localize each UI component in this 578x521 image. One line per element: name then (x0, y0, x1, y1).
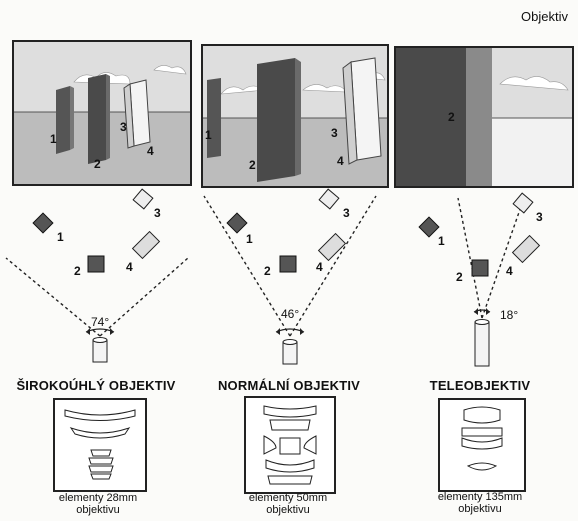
caption-line-2: objektivu (76, 504, 120, 516)
caption-line-1: elementy 28mm (58, 492, 138, 504)
tele-view-panel: 2 (394, 46, 574, 188)
panel-label-4: 4 (147, 144, 154, 158)
page-title: Objektiv (521, 9, 568, 24)
angle-label: 18° (500, 308, 519, 322)
angle-label: 46° (281, 307, 300, 321)
panel-label-3: 3 (120, 120, 127, 134)
scheme-label-2: 2 (264, 264, 271, 278)
angle-label: 74° (91, 315, 110, 329)
caption-line-1: elementy 50mm (248, 492, 328, 504)
normal-lens-caption: elementy 50mm objektivu (220, 492, 356, 516)
normal-lens-diagram (244, 396, 336, 494)
panel-label-2: 2 (249, 158, 256, 172)
wide-lens-diagram (53, 398, 147, 492)
tele-lens-diagram (438, 398, 526, 492)
panel-label-2: 2 (94, 157, 101, 171)
normal-top-view-scheme: 1 2 3 4 46° (192, 186, 388, 372)
tele-lens-caption: elementy 135mm objektivu (412, 491, 548, 515)
scheme-label-1: 1 (57, 230, 64, 244)
panel-label-2: 2 (448, 110, 455, 124)
caption-line-1: elementy 135mm (437, 491, 523, 503)
scheme-label-3: 3 (154, 206, 161, 220)
normal-view-panel: 1 2 3 4 (201, 44, 389, 188)
panel-label-1: 1 (50, 132, 57, 146)
scheme-label-3: 3 (536, 210, 543, 224)
wide-top-view-scheme: 1 2 3 4 74° (0, 186, 192, 372)
panel-label-4: 4 (337, 154, 344, 168)
scheme-label-3: 3 (343, 206, 350, 220)
wide-lens-caption: elementy 28mm objektivu (30, 492, 166, 516)
caption-line-2: objektivu (458, 503, 502, 515)
scheme-label-4: 4 (506, 264, 513, 278)
panel-label-3: 3 (331, 126, 338, 140)
scheme-label-4: 4 (126, 260, 133, 274)
scheme-label-2: 2 (456, 270, 463, 284)
panel-label-1: 1 (205, 128, 212, 142)
wide-lens-title: ŠIROKOÚHLÝ OBJEKTIV (16, 378, 176, 393)
caption-line-2: objektivu (266, 504, 310, 516)
tele-top-view-scheme: 1 2 3 4 18° (392, 186, 578, 372)
scheme-label-1: 1 (246, 232, 253, 246)
wide-view-panel: 1 2 3 4 (12, 40, 192, 186)
tele-lens-title: TELEOBJEKTIV (429, 378, 531, 393)
scheme-label-4: 4 (316, 260, 323, 274)
scheme-label-1: 1 (438, 234, 445, 248)
scheme-label-2: 2 (74, 264, 81, 278)
normal-lens-title: NORMÁLNÍ OBJEKTIV (217, 378, 361, 393)
